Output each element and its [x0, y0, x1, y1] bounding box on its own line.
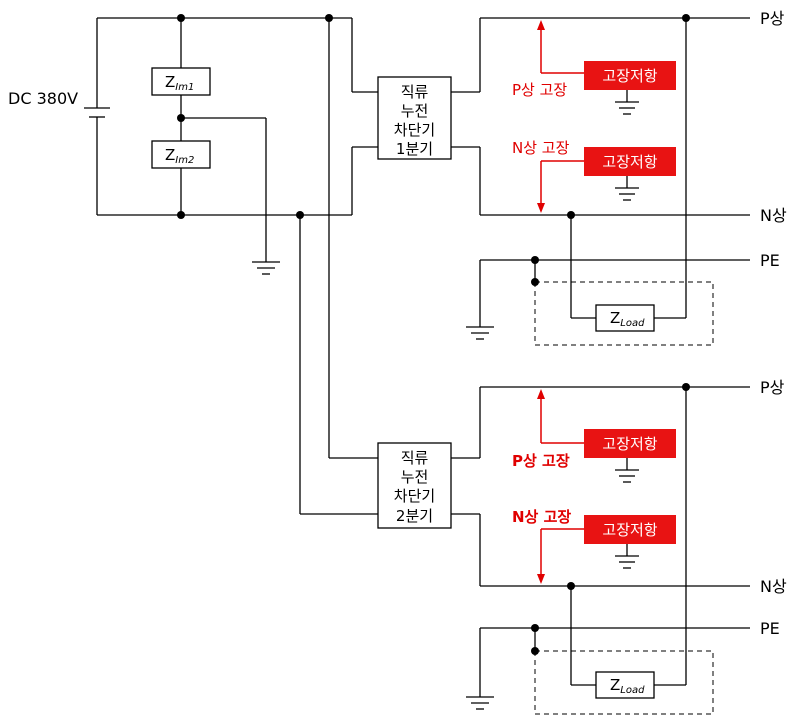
load-1-label: ZLoad — [610, 309, 645, 329]
fault-resistor-n-1 — [584, 147, 676, 176]
branch-1: 직류 누전 차단기 1분기 P상 N상 PE ZLoad — [377, 9, 787, 346]
svg-text:고장저항: 고장저항 — [602, 521, 657, 539]
n-line-label: N상 — [760, 206, 787, 225]
n-fault-label: N상 고장 — [512, 139, 570, 157]
p-fault-label: P상 고장 — [512, 81, 567, 99]
load-1-box — [595, 304, 655, 332]
ground-symbol — [615, 469, 639, 483]
ground-symbol — [252, 261, 280, 275]
fault-resistor-p-1 — [584, 61, 676, 90]
ground-symbol — [615, 187, 639, 201]
z-im2-label: ZIm2 — [165, 146, 194, 166]
source-voltage-label: DC 380V — [8, 89, 78, 108]
breaker-2-box — [377, 442, 452, 529]
ground-symbol — [615, 555, 639, 569]
load-2-box — [595, 671, 655, 699]
breaker-2-line-4: 2분기 — [396, 507, 433, 525]
fault-resistor-n-2 — [584, 515, 676, 544]
svg-text:고장저항: 고장저항 — [602, 153, 657, 171]
z-im2-box — [151, 140, 211, 169]
breaker-1-line-1: 직류 — [401, 83, 429, 101]
pe-line-label: PE — [760, 251, 780, 270]
breaker-2-line-2: 누전 — [401, 468, 429, 486]
dc-source-section: DC 380V ZIm1 ZIm2 — [8, 14, 378, 515]
z-im1-label: ZIm1 — [165, 73, 194, 93]
ground-symbol — [466, 326, 494, 340]
p-line-label: P상 — [760, 9, 785, 28]
breaker-1-line-3: 차단기 — [394, 121, 435, 139]
breaker-1-line-2: 누전 — [401, 102, 429, 120]
breaker-2-line-3: 차단기 — [394, 487, 435, 505]
load-1-enclosure — [534, 281, 714, 346]
z-im1-box — [151, 67, 211, 96]
breaker-2-line-1: 직류 — [401, 449, 429, 467]
pe-line-label: PE — [760, 619, 780, 638]
n-line-label: N상 — [760, 577, 787, 596]
svg-text:고장저항: 고장저항 — [602, 435, 657, 453]
branch-2: 직류 누전 차단기 2분기 P상 N상 PE ZLoad — [377, 378, 787, 715]
ground-symbol — [466, 696, 494, 710]
load-2-label: ZLoad — [610, 676, 645, 696]
breaker-1-box — [377, 76, 452, 160]
svg-text:고장저항: 고장저항 — [602, 67, 657, 85]
fault-resistor-p-2 — [584, 429, 676, 458]
p-fault-label: P상 고장 — [512, 452, 570, 470]
load-2-enclosure — [534, 650, 714, 715]
breaker-1-line-4: 1분기 — [396, 140, 433, 158]
n-fault-label: N상 고장 — [512, 508, 571, 526]
ground-symbol — [615, 101, 639, 115]
p-line-label: P상 — [760, 378, 785, 397]
